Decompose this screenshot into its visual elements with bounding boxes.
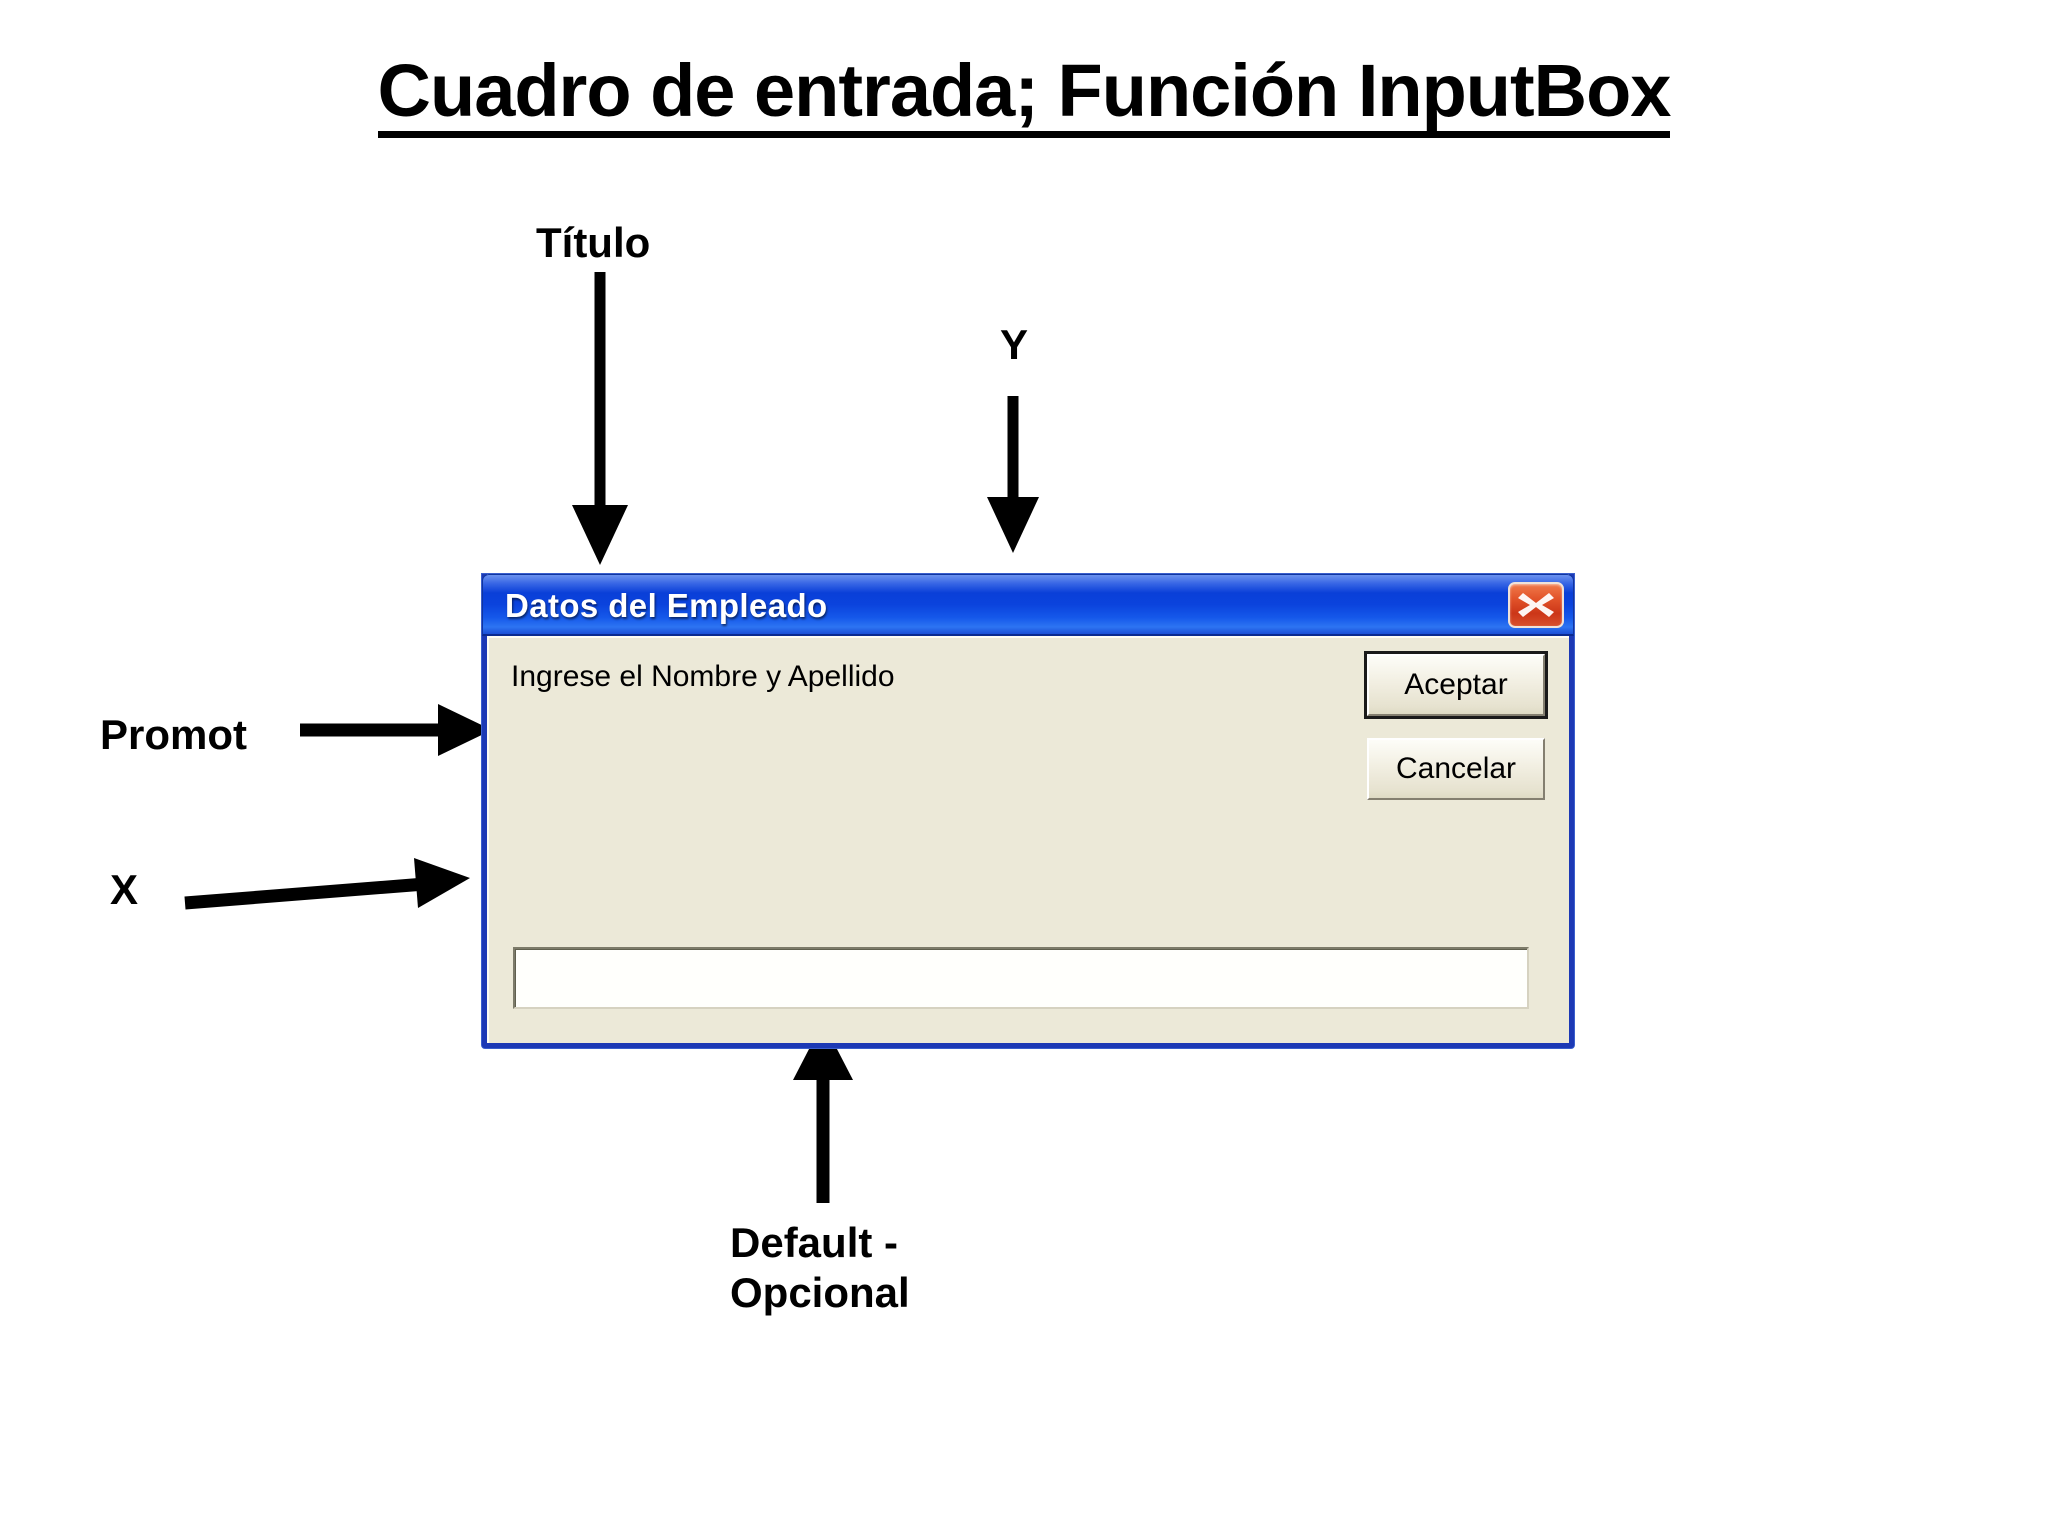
cancel-button[interactable]: Cancelar: [1367, 738, 1545, 800]
annotation-label-promot: Promot: [100, 711, 247, 758]
arrow-titulo: [572, 272, 628, 565]
arrow-promot: [300, 704, 492, 756]
annotation-label-titulo: Título: [536, 219, 651, 266]
annotation-label-y: Y: [1000, 321, 1029, 368]
title-bar-gloss: [483, 575, 1573, 593]
annotation-label-x: X: [110, 866, 139, 913]
close-icon[interactable]: [1508, 582, 1564, 628]
arrow-y: [987, 396, 1039, 553]
page-title-text: Cuadro de entrada; Función InputBox: [377, 54, 1671, 138]
dialog-title-bar[interactable]: Datos del Empleado: [482, 574, 1574, 636]
accept-button[interactable]: Aceptar: [1364, 651, 1548, 719]
arrow-x: [184, 858, 470, 910]
accept-button-label: Aceptar: [1404, 668, 1508, 701]
dialog-body: Ingrese el Nombre y Apellido Aceptar Can…: [487, 636, 1569, 1043]
cancel-button-label: Cancelar: [1395, 752, 1517, 785]
page-title: Cuadro de entrada; Función InputBox: [0, 48, 2048, 138]
annotation-label-default: Default - Opcional: [730, 1219, 910, 1316]
dialog-prompt-text: Ingrese el Nombre y Apellido: [511, 660, 895, 693]
dialog-title: Datos del Empleado: [505, 587, 828, 624]
inputbox-dialog: Datos del Empleado Ingrese el Nombre y A…: [482, 574, 1574, 1048]
arrow-default: [793, 1022, 853, 1203]
default-value-input[interactable]: [513, 947, 1529, 1009]
